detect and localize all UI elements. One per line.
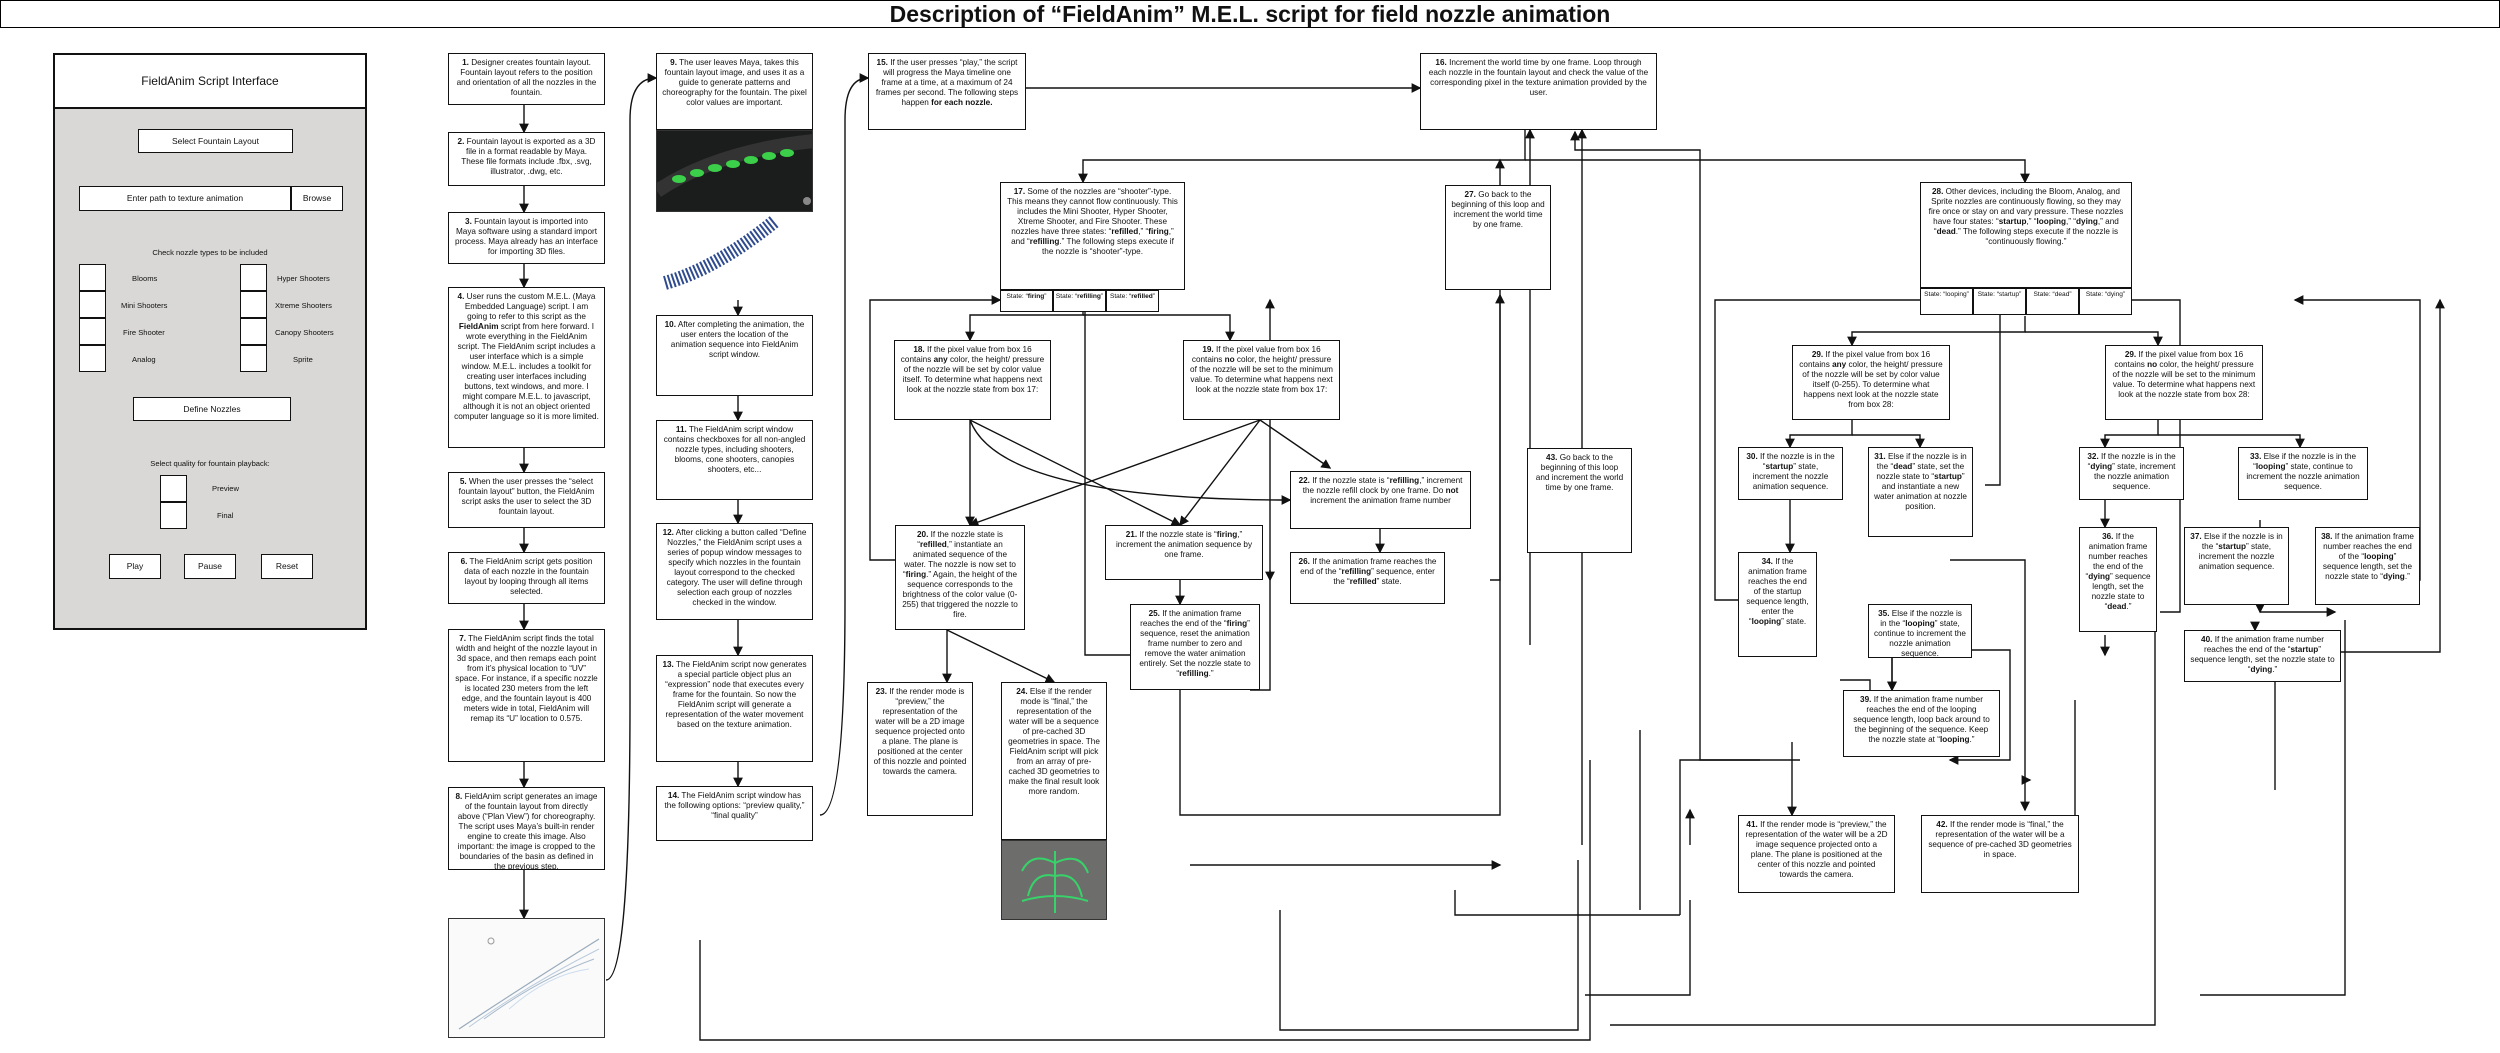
step-box: 15. If the user presses “play,” the scri… <box>868 53 1026 130</box>
step-box: 19. If the pixel value from box 16 conta… <box>1183 340 1340 420</box>
texture-path-input[interactable]: Enter path to texture animation <box>79 186 291 211</box>
step-box: 41. If the render mode is “preview,” the… <box>1738 815 1895 893</box>
step-box: 17. Some of the nozzles are “shooter”-ty… <box>1000 182 1185 290</box>
nozzle-dot-pattern-icon <box>663 215 780 290</box>
step-box: 25. If the animation frame reaches the e… <box>1130 604 1260 690</box>
step-box: 13. The FieldAnim script now generates a… <box>656 655 813 762</box>
label-sprite: Sprite <box>293 355 313 364</box>
step-box: 42. If the render mode is “final,” the r… <box>1921 815 2079 893</box>
checkbox-xtreme-shooters[interactable] <box>240 291 267 318</box>
step-box: 12. After clicking a button called “Defi… <box>656 523 813 620</box>
window-title: FieldAnim Script Interface <box>55 55 365 109</box>
step-box: 33. Else if the nozzle is in the “loopin… <box>2238 447 2368 500</box>
step-box: 14. The FieldAnim script window has the … <box>656 786 813 841</box>
step-box: 26. If the animation frame reaches the e… <box>1290 552 1445 604</box>
step-box: 39. If the animation frame number reache… <box>1843 690 2000 757</box>
checkbox-analog[interactable] <box>79 345 106 372</box>
state-refilling: State: “refilling” <box>1053 290 1106 312</box>
step-box: 7. The FieldAnim script finds the total … <box>448 629 605 762</box>
checkbox-final[interactable] <box>160 502 187 529</box>
step-box: 5. When the user presses the “select fou… <box>448 472 605 528</box>
texture-frame-icon <box>657 134 812 205</box>
step-box: 29. If the pixel value from box 16 conta… <box>1792 345 1950 420</box>
step-box: 31. Else if the nozzle is in the “dead” … <box>1868 447 1973 537</box>
state-dead: State: “dead” <box>2026 288 2079 315</box>
plan-view-image <box>448 918 605 1038</box>
checkbox-mini-shooters[interactable] <box>79 291 106 318</box>
reset-button[interactable]: Reset <box>261 554 313 579</box>
label-fire-shooter: Fire Shooter <box>123 328 165 337</box>
label-analog: Analog <box>132 355 156 364</box>
step-box: 28. Other devices, including the Bloom, … <box>1920 182 2132 288</box>
select-fountain-layout-button[interactable]: Select Fountain Layout <box>138 129 293 153</box>
checkbox-preview[interactable] <box>160 475 187 502</box>
label-final: Final <box>217 511 234 520</box>
script-interface-window: FieldAnim Script Interface Select Founta… <box>53 53 367 630</box>
plan-view-sketch-icon <box>458 937 600 1030</box>
step-box: 40. If the animation frame number reache… <box>2184 630 2341 682</box>
state-dying: State: “dying” <box>2079 288 2132 315</box>
label-hyper-shooters: Hyper Shooters <box>277 274 330 283</box>
checkbox-blooms[interactable] <box>79 264 106 291</box>
geometry-render-image <box>1001 840 1107 920</box>
step-box: 34. If the animation frame reaches the e… <box>1738 552 1817 657</box>
step-box: 8. FieldAnim script generates an image o… <box>448 787 605 870</box>
step-box: 36. If the animation frame number reache… <box>2079 527 2157 632</box>
step-box: 10. After completing the animation, the … <box>656 315 813 396</box>
step-box: 1. Designer creates fountain layout. Fou… <box>448 53 605 105</box>
state-refilled: State: “refilled” <box>1106 290 1159 312</box>
step-box: 2. Fountain layout is exported as a 3D f… <box>448 132 605 186</box>
play-button[interactable]: Play <box>109 554 161 579</box>
checkbox-sprite[interactable] <box>240 345 267 372</box>
step-box: 6. The FieldAnim script gets position da… <box>448 552 605 604</box>
checkbox-fire-shooter[interactable] <box>79 318 106 345</box>
step-box: 22. If the nozzle state is “refilling,” … <box>1290 471 1471 529</box>
dot-pattern-image <box>656 212 813 292</box>
step-box: 29. If the pixel value from box 16 conta… <box>2105 345 2263 420</box>
step-box: 27. Go back to the beginning of this loo… <box>1445 185 1551 290</box>
state-firing: State: “firing” <box>1000 290 1053 312</box>
step-box: 30. If the nozzle is in the “startup” st… <box>1738 447 1843 500</box>
checkbox-canopy-shooters[interactable] <box>240 318 267 345</box>
label-canopy-shooters: Canopy Shooters <box>275 328 334 337</box>
step-box: 21. If the nozzle state is “firing,” inc… <box>1105 525 1263 580</box>
step-box: 32. If the nozzle is in the “dying” stat… <box>2079 447 2184 500</box>
nozzle-types-label: Check nozzle types to be included <box>152 248 268 257</box>
checkbox-hyper-shooters[interactable] <box>240 264 267 291</box>
step-box: 16. Increment the world time by one fram… <box>1420 53 1657 130</box>
label-blooms: Blooms <box>132 274 158 283</box>
step-box: 24. Else if the render mode is “final,” … <box>1001 682 1107 840</box>
label-xtreme-shooters: Xtreme Shooters <box>275 301 332 310</box>
step-box: 37. Else if the nozzle is in the “startu… <box>2184 527 2289 605</box>
quality-label: Select quality for fountain playback: <box>150 459 270 468</box>
step-box: 11. The FieldAnim script window contains… <box>656 420 813 500</box>
step-box: 4. User runs the custom M.E.L. (Maya Emb… <box>448 287 605 448</box>
step-box: 9. The user leaves Maya, takes this foun… <box>656 53 813 130</box>
step-box: 18. If the pixel value from box 16 conta… <box>894 340 1051 420</box>
step-box: 38. If the animation frame number reache… <box>2315 527 2420 605</box>
step-box: 43. Go back to the beginning of this loo… <box>1527 448 1632 553</box>
page-title: Description of “FieldAnim” M.E.L. script… <box>0 0 2500 28</box>
define-nozzles-button[interactable]: Define Nozzles <box>133 397 291 421</box>
step-box: 3. Fountain layout is imported into Maya… <box>448 212 605 264</box>
label-mini-shooters: Mini Shooters <box>121 301 168 310</box>
label-preview: Preview <box>212 484 240 493</box>
state-looping: State: “looping” <box>1920 288 1973 315</box>
step-box: 35. Else if the nozzle is in the “loopin… <box>1868 604 1972 658</box>
state-startup: State: “startup” <box>1973 288 2026 315</box>
water-geometry-icon <box>1021 851 1089 913</box>
step-box: 20. If the nozzle state is “refilled,” i… <box>895 525 1025 630</box>
step-box: 23. If the render mode is “preview,” the… <box>867 682 973 816</box>
pause-button[interactable]: Pause <box>184 554 236 579</box>
browse-button[interactable]: Browse <box>291 186 343 211</box>
texture-animation-image <box>656 130 813 212</box>
